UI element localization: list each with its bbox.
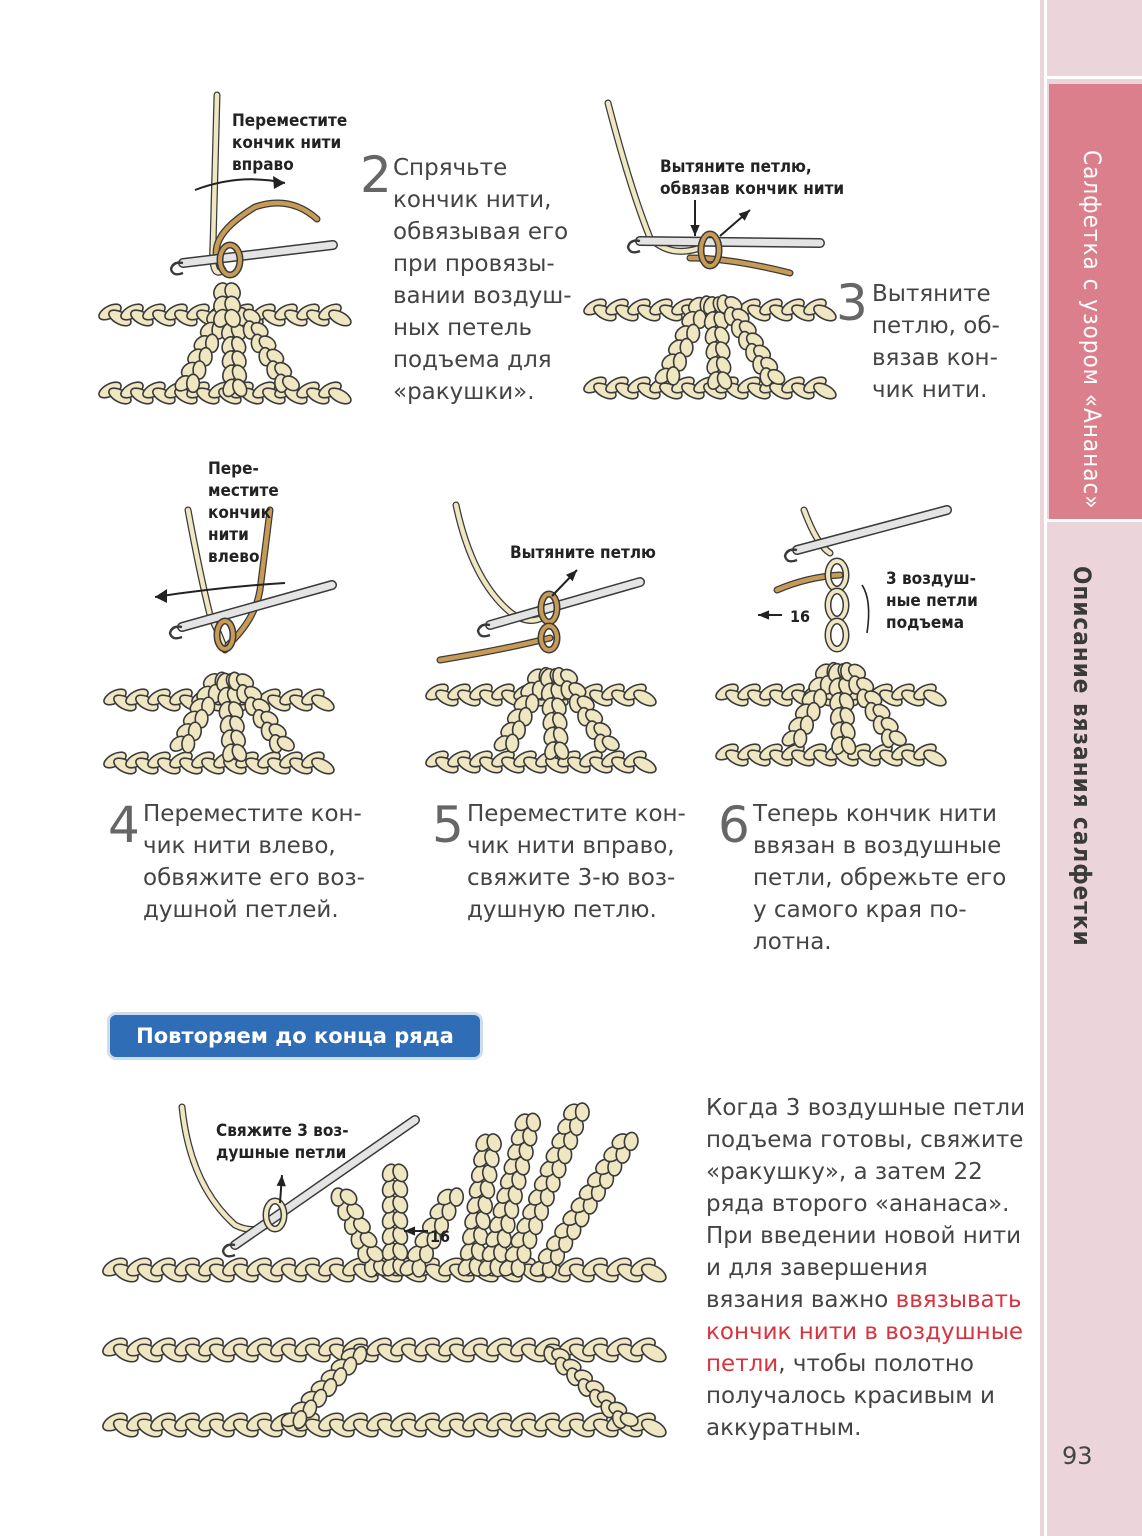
- callout-pull-loop: Вытяните петлю: [510, 542, 656, 564]
- side-rule: [1044, 519, 1142, 522]
- stitch: [667, 367, 680, 385]
- stitch: [181, 734, 195, 753]
- arrow: [155, 583, 285, 597]
- callout-pull-loop-wrap: Вытяните петлю,обвязав кончик нити: [660, 156, 844, 200]
- step-text: Переместите кон-чик нити влево,обвяжите …: [143, 798, 365, 926]
- stitch: [506, 734, 519, 752]
- page-number: 93: [1062, 1442, 1093, 1470]
- arrow: [195, 179, 285, 190]
- step-number: 6: [718, 800, 750, 850]
- stitch: [794, 729, 807, 747]
- row-marker: 16: [430, 1226, 450, 1248]
- callout-make-3-chains: Свяжите 3 воз-душные петли: [216, 1120, 349, 1164]
- bracket: [862, 585, 869, 633]
- arrow-head: [690, 225, 699, 236]
- step-number: 5: [432, 800, 464, 850]
- arrow-head: [758, 610, 769, 619]
- illustration-step-6: [722, 505, 952, 770]
- stitch: [449, 1188, 463, 1207]
- section-title: Описание вязания салфетки: [1068, 566, 1096, 947]
- step-text: Переместите кон-чик нити вправо,свяжите …: [467, 798, 686, 926]
- illustration-repeat-row: [110, 1095, 665, 1440]
- side-divider: [1044, 0, 1047, 1536]
- illustration-step-5: [432, 500, 662, 770]
- final-paragraph: Когда 3 воздушные петли подъема готовы, …: [706, 1092, 1026, 1444]
- step-number: 2: [360, 150, 392, 200]
- paragraph-text: Когда 3 воздушные петли подъема готовы, …: [706, 1095, 1025, 1313]
- illustration-step-3: [590, 98, 830, 398]
- step-number: 3: [836, 278, 868, 328]
- section-banner: Повторяем до конца ряда: [110, 1015, 480, 1057]
- arrow-head: [277, 1175, 286, 1186]
- step-number: 4: [108, 800, 140, 850]
- yarn-strand: [440, 638, 550, 660]
- arrow-head: [155, 589, 167, 603]
- crochet-hook: [490, 582, 640, 625]
- crochet-hook: [797, 510, 947, 550]
- arrow-head: [273, 176, 285, 189]
- chapter-title: Салфетка с узором «Ананас»: [1078, 150, 1106, 510]
- stitch: [187, 374, 200, 392]
- side-rule: [1044, 76, 1142, 79]
- crochet-hook: [183, 245, 333, 263]
- row-marker: 16: [790, 606, 810, 628]
- stitch: [575, 1103, 589, 1122]
- crochet-hook: [640, 241, 820, 243]
